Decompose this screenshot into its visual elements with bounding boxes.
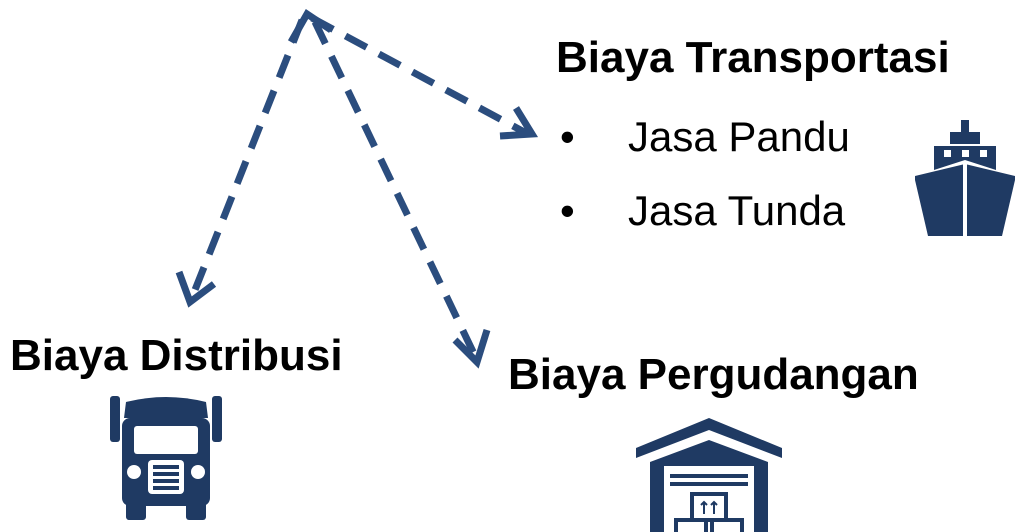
arrow-to-pergudangan <box>311 20 480 360</box>
arrowhead-distribusi <box>175 270 217 308</box>
heading-biaya-pergudangan: Biaya Pergudangan <box>508 350 919 399</box>
arrow-to-distribusi <box>187 18 306 302</box>
arrowhead-transport <box>499 106 539 140</box>
list-item-label: Jasa Tunda <box>628 187 846 234</box>
list-item-label: Jasa Pandu <box>628 113 850 160</box>
heading-biaya-distribusi: Biaya Distribusi <box>10 331 343 380</box>
truck-icon <box>110 396 222 520</box>
arrowhead-pergudangan <box>452 328 491 369</box>
ship-icon <box>915 120 1015 236</box>
arrow-to-transport <box>310 14 530 138</box>
bullet-glyph: • <box>560 187 575 234</box>
heading-biaya-transportasi: Biaya Transportasi <box>556 33 950 82</box>
bullet-glyph: • <box>560 113 575 160</box>
warehouse-icon <box>636 418 782 532</box>
